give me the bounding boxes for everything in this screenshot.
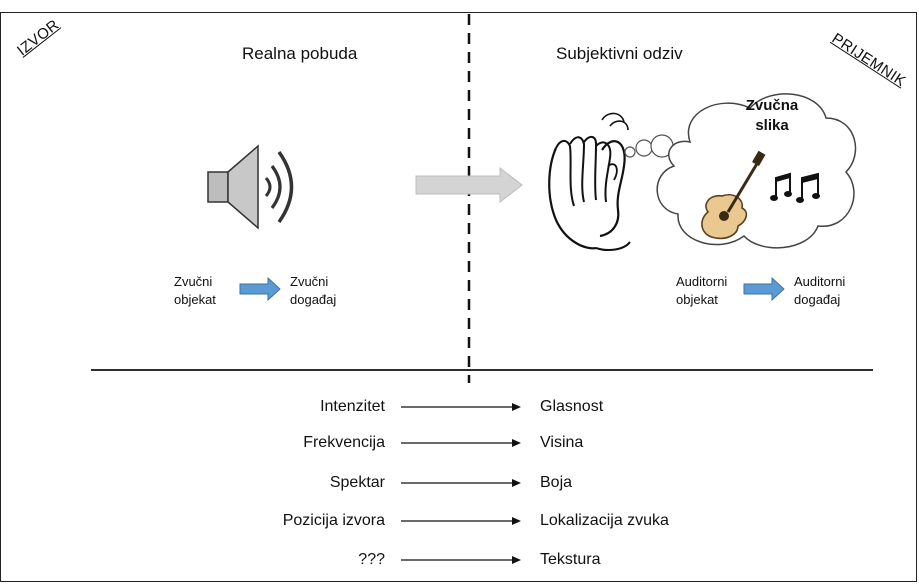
physical-source-position: Pozicija izvora xyxy=(282,512,385,529)
left-panel-title: Realna pobuda xyxy=(242,44,358,63)
physical-intensity: Intenzitet xyxy=(320,398,385,415)
physical-spectrum: Spektar xyxy=(329,474,385,491)
sound-event-line2: događaj xyxy=(290,292,337,307)
sound-event-line1: Zvučni xyxy=(290,274,329,289)
listening-ear-icon xyxy=(548,112,631,251)
perceptual-timbre: Boja xyxy=(540,474,573,491)
right-panel-title: Subjektivni odziv xyxy=(556,44,683,63)
left-flow-arrow xyxy=(239,276,281,302)
auditory-object-line2: objekat xyxy=(676,292,718,307)
cloud-label-line1: Zvučna xyxy=(745,97,799,114)
physical-unknown: ??? xyxy=(358,551,385,568)
cloud-label-line2: slika xyxy=(755,117,789,134)
physical-frequency: Frekvencija xyxy=(303,434,385,451)
perceptual-pitch: Visina xyxy=(540,434,584,451)
perceptual-localization: Lokalizacija zvuka xyxy=(540,512,669,529)
auditory-event-line1: Auditorni xyxy=(794,274,846,289)
sound-object-line2: objekat xyxy=(174,292,216,307)
perceptual-texture: Tekstura xyxy=(540,551,601,568)
music-notes-icon xyxy=(770,172,820,203)
auditory-object-line1: Auditorni xyxy=(676,274,728,289)
diagram-frame xyxy=(0,12,917,582)
sound-object-line1: Zvučni xyxy=(174,274,213,289)
auditory-event-line2: događaj xyxy=(794,292,841,307)
speaker-icon xyxy=(207,144,294,230)
guitar-icon xyxy=(701,150,766,240)
right-flow-arrow xyxy=(743,276,785,302)
thought-bubbles xyxy=(624,134,674,158)
perceptual-loudness: Glasnost xyxy=(540,398,604,415)
transmission-arrow xyxy=(415,166,523,204)
